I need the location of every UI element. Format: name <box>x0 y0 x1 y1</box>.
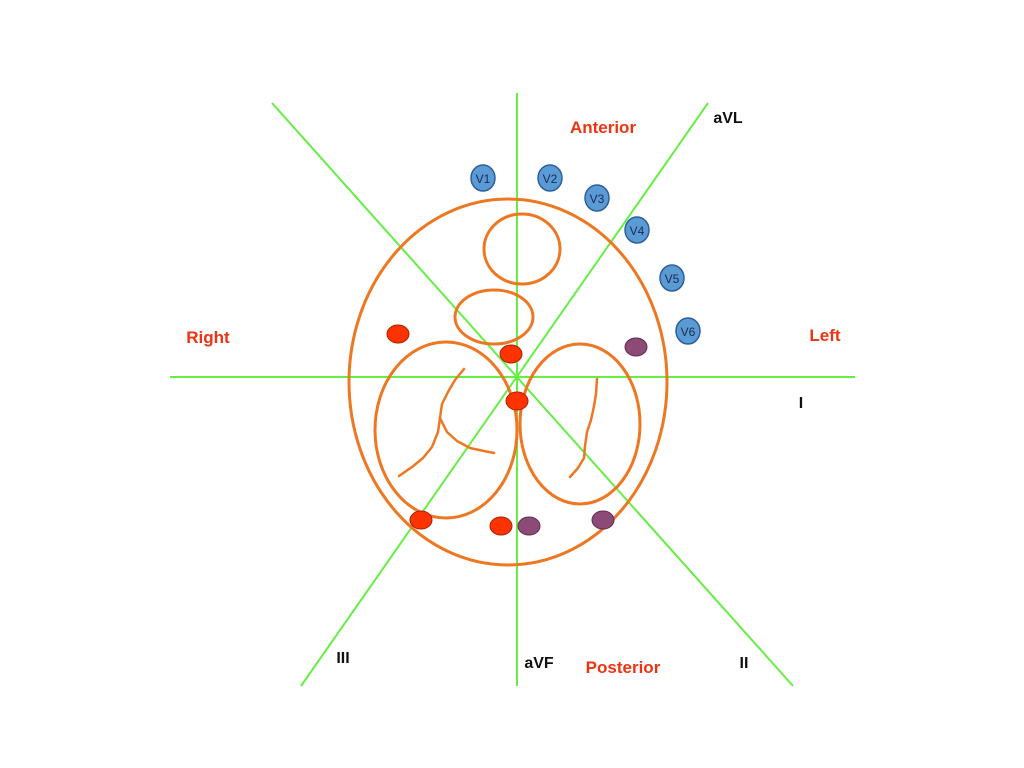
purple-marker-lower-right <box>591 510 615 530</box>
label-lead-iii: III <box>336 650 349 667</box>
electrode-v6: V6 <box>675 317 701 345</box>
label-right: Right <box>186 328 230 347</box>
right-conduction-fiber <box>397 367 466 478</box>
electrode-v5: V5 <box>659 264 685 292</box>
electrode-v6-label: V6 <box>681 325 696 339</box>
red-marker-septal-center <box>505 391 529 411</box>
label-anterior: Anterior <box>570 118 637 137</box>
electrode-v2-label: V2 <box>543 172 558 186</box>
label-lead-avf: aVF <box>524 655 554 672</box>
red-marker-septal-upper <box>499 344 523 364</box>
upper-chamber-outline <box>482 212 562 286</box>
label-posterior: Posterior <box>586 658 661 677</box>
right-ventricle-outline <box>373 340 519 520</box>
label-lead-ii: II <box>740 655 749 672</box>
markers <box>386 324 648 536</box>
purple-marker-lower-center <box>517 516 541 536</box>
electrode-v3-label: V3 <box>590 192 605 206</box>
label-lead-i: I <box>799 395 803 412</box>
axis-line-avl-iii <box>300 102 709 687</box>
label-lead-avl: aVL <box>713 110 743 127</box>
red-marker-upper-left <box>386 324 410 344</box>
heart-cross-section <box>347 197 669 567</box>
middle-chamber-outline <box>453 288 535 346</box>
label-left: Left <box>809 326 841 345</box>
left-ventricle-outline <box>518 342 642 506</box>
right-conduction-branch <box>438 416 496 455</box>
electrode-v3: V3 <box>584 184 610 212</box>
red-marker-lower-center <box>489 516 513 536</box>
red-marker-lower-left <box>409 510 433 530</box>
electrode-v1: V1 <box>470 164 496 192</box>
purple-marker-lateral <box>624 337 648 357</box>
electrode-v4: V4 <box>624 216 650 244</box>
axis-line-ii <box>271 102 794 687</box>
electrode-v4-label: V4 <box>630 224 645 238</box>
electrode-v1-label: V1 <box>476 172 491 186</box>
electrode-v2: V2 <box>537 164 563 192</box>
left-conduction-fiber <box>568 377 599 479</box>
lead-axes <box>170 93 855 687</box>
thorax-outline <box>347 197 669 567</box>
chest-electrodes: V1 V2 V3 V4 V5 V6 <box>470 164 701 345</box>
electrode-v5-label: V5 <box>665 272 680 286</box>
